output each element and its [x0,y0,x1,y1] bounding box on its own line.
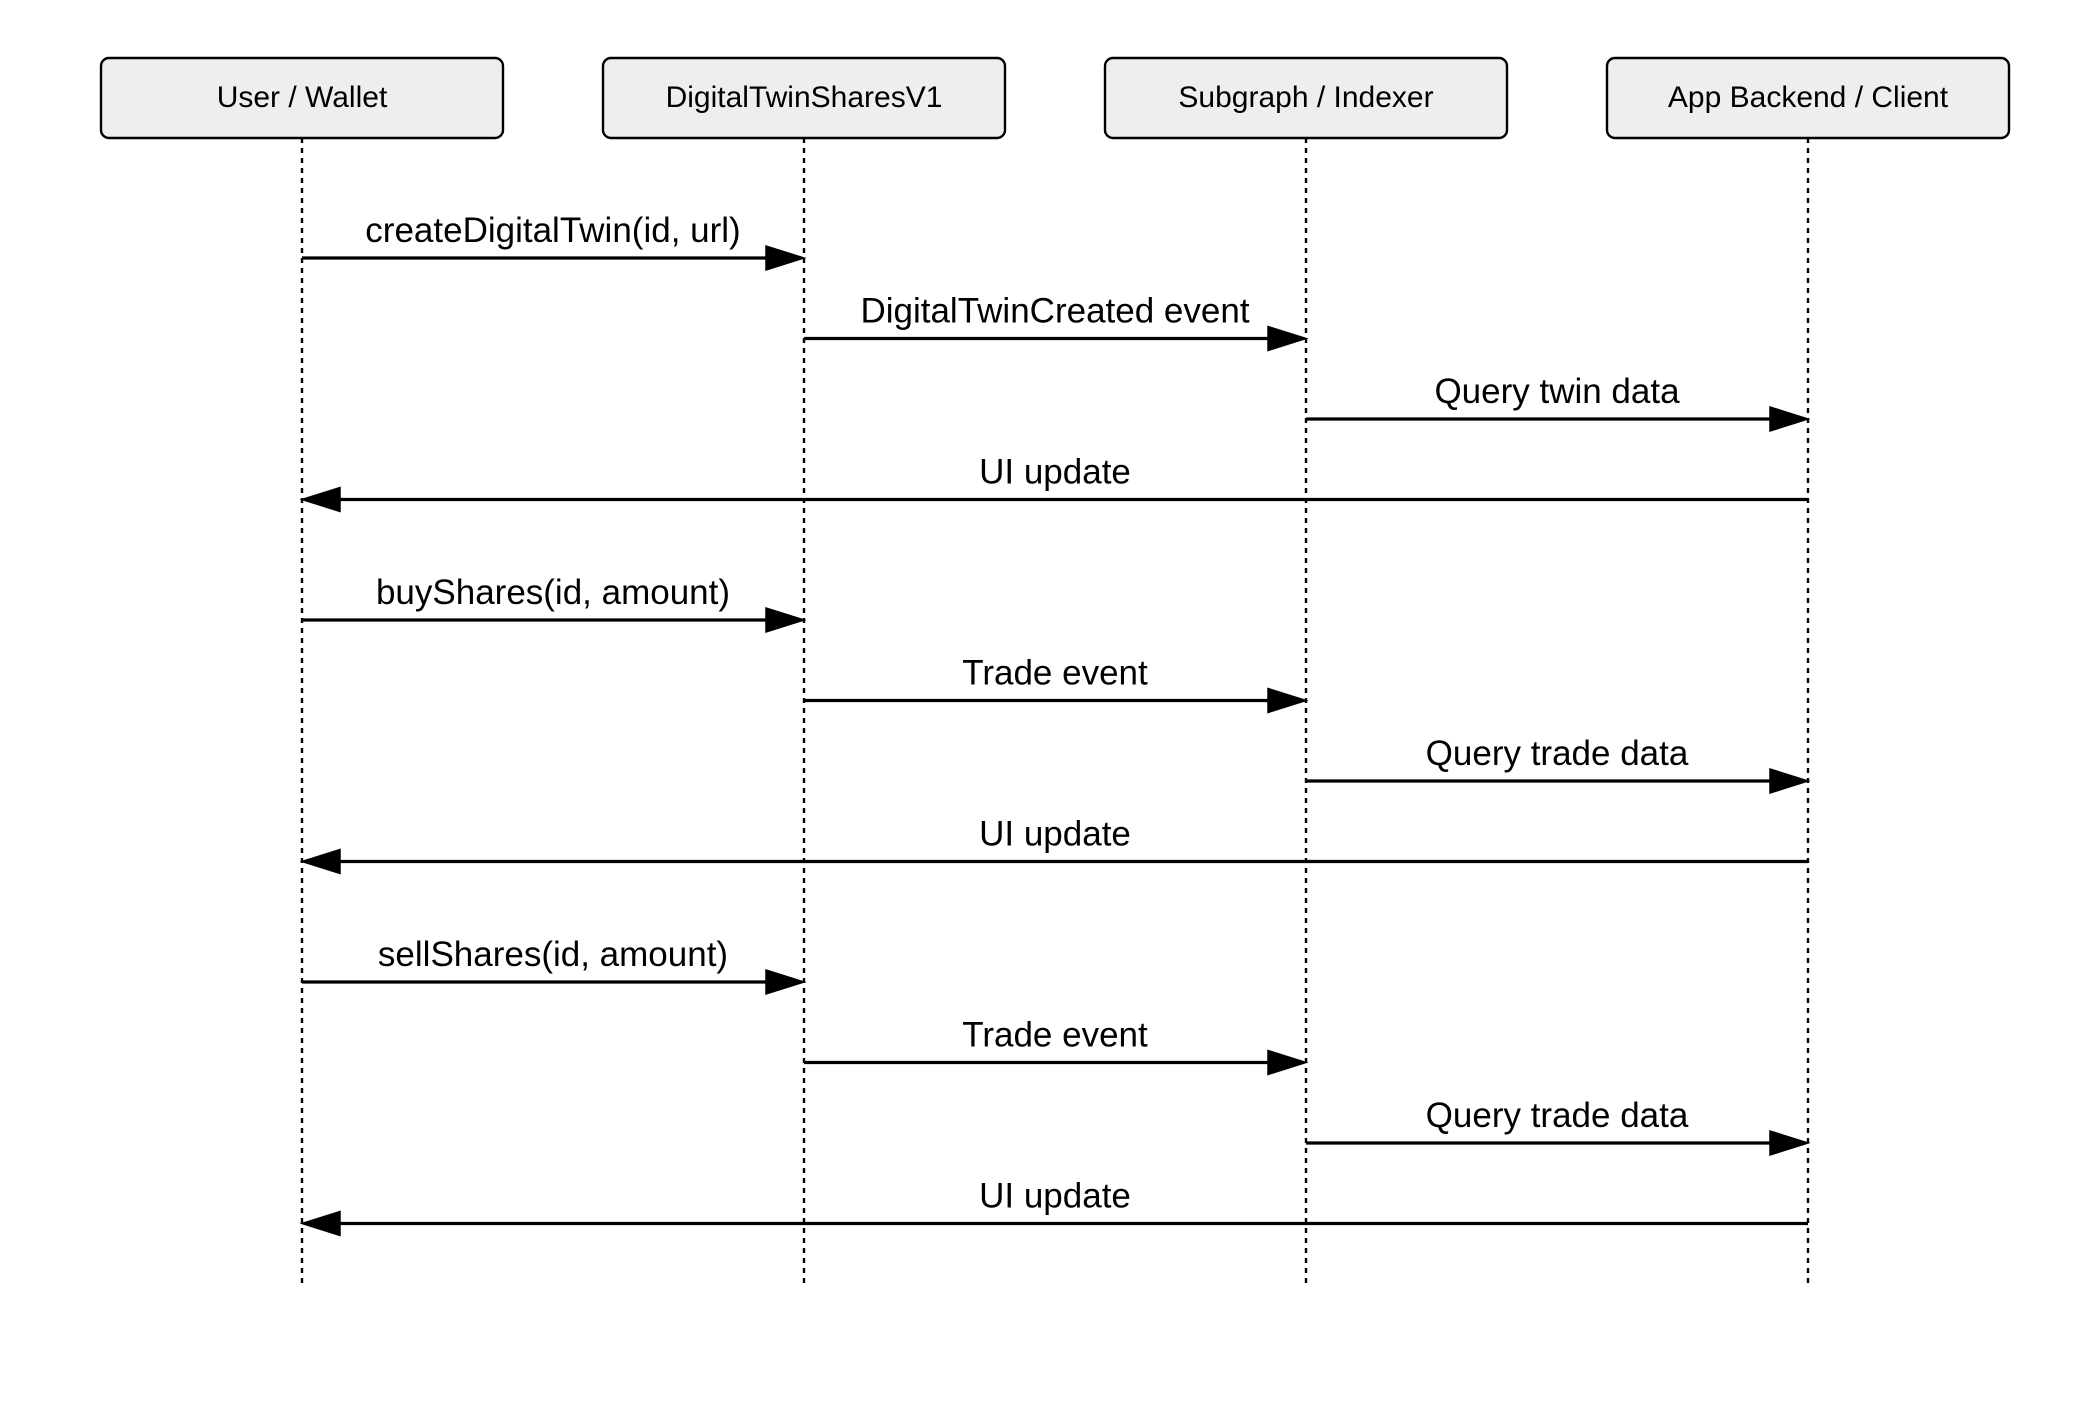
message-label: Trade event [962,1016,1148,1055]
message-12: UI update [299,1177,1808,1237]
participant-backend: App Backend / Client [1605,56,2011,140]
message-1: createDigitalTwin(id, url) [302,211,807,272]
message-9: sellShares(id, amount) [302,935,807,996]
message-3: Query twin data [1306,372,1811,433]
message-label: Trade event [962,654,1148,693]
participant-label: DigitalTwinSharesV1 [666,81,943,114]
message-label: Query trade data [1426,734,1689,773]
arrowhead-icon [1769,767,1811,795]
message-label: Query twin data [1434,372,1680,411]
arrowhead-icon [1267,687,1309,714]
participant-box [1605,56,2011,140]
participant-label: App Backend / Client [1668,81,1949,114]
arrowhead-icon [765,968,807,996]
participant-label: User / Wallet [217,81,388,114]
arrowhead-icon [765,606,807,634]
message-label: DigitalTwinCreated event [860,292,1249,331]
message-2: DigitalTwinCreated event [804,292,1309,352]
message-8: UI update [299,815,1808,875]
message-4: UI update [299,453,1808,513]
arrowhead-icon [1769,1129,1811,1157]
participant-label: Subgraph / Indexer [1178,81,1433,114]
participant-user: User / Wallet [99,56,505,140]
message-11: Query trade data [1306,1096,1811,1157]
arrowhead-icon [299,848,341,875]
message-label: createDigitalTwin(id, url) [365,211,740,250]
message-label: UI update [979,1177,1131,1216]
participant-contract: DigitalTwinSharesV1 [601,56,1007,140]
message-10: Trade event [804,1016,1309,1076]
message-label: buyShares(id, amount) [376,573,730,612]
message-label: Query trade data [1426,1096,1689,1135]
message-label: sellShares(id, amount) [378,935,728,974]
participant-box [601,56,1007,140]
arrowhead-icon [765,244,807,272]
participant-indexer: Subgraph / Indexer [1103,56,1509,140]
messages: createDigitalTwin(id, url) DigitalTwinCre… [299,211,1811,1237]
message-label: UI update [979,453,1131,492]
message-5: buyShares(id, amount) [302,573,807,634]
message-label: UI update [979,815,1131,854]
message-7: Query trade data [1306,734,1811,795]
arrowhead-icon [1267,325,1309,352]
participant-box [99,56,505,140]
participant-box [1103,56,1509,140]
arrowhead-icon [299,486,341,513]
participants: User / Wallet DigitalTwinSharesV1 Subgraph… [99,56,2011,140]
lifelines [300,138,1810,1284]
message-6: Trade event [804,654,1309,714]
arrowhead-icon [1267,1049,1309,1076]
arrowhead-icon [1769,405,1811,433]
arrowhead-icon [299,1210,341,1237]
